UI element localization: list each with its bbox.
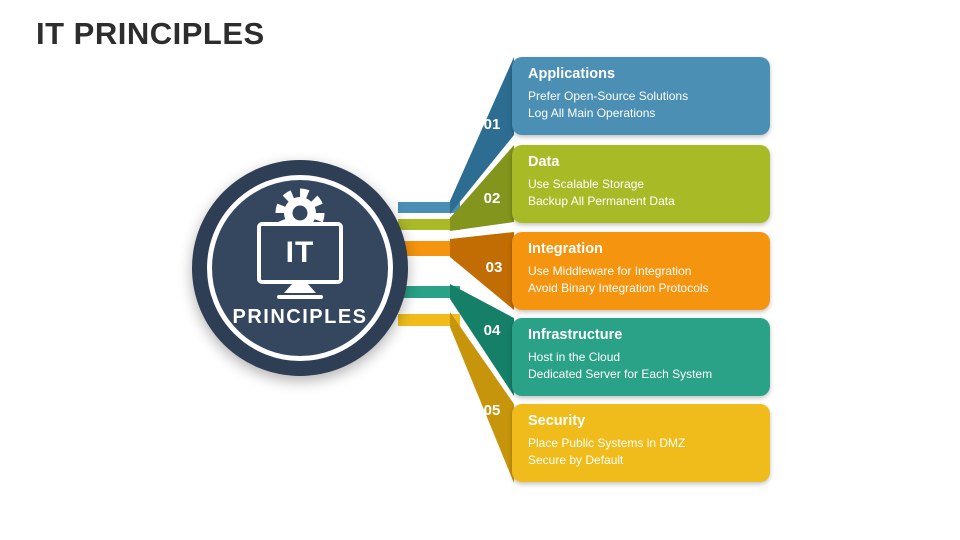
card-integration: Integration Use Middleware for Integrati… xyxy=(512,232,770,310)
card-title: Applications xyxy=(528,66,616,82)
monitor-stand-base xyxy=(277,295,323,299)
page-title: IT PRINCIPLES xyxy=(36,16,265,51)
connector-beam-2 xyxy=(450,145,514,231)
connector-bar-1 xyxy=(398,202,460,213)
step-number-1: 01 xyxy=(483,116,501,133)
card-line: Secure by Default xyxy=(528,453,624,468)
card-line: Avoid Binary Integration Protocols xyxy=(528,281,709,296)
emblem-caption: PRINCIPLES xyxy=(232,306,368,328)
card-line: Use Scalable Storage xyxy=(528,177,645,191)
it-principles-emblem: IT PRINCIPLES xyxy=(192,160,408,376)
gear-icon xyxy=(275,188,325,238)
monitor-icon: IT xyxy=(257,222,343,284)
connector-beam-3 xyxy=(450,232,514,310)
card-line: Prefer Open-Source Solutions xyxy=(528,89,689,103)
step-number-4: 04 xyxy=(483,322,501,339)
emblem-inner-disk: IT PRINCIPLES xyxy=(207,175,393,361)
card-title: Data xyxy=(528,154,560,170)
connector-beam-1 xyxy=(450,57,514,214)
connector-beam-4 xyxy=(450,284,514,396)
step-number-5: 05 xyxy=(483,402,501,419)
card-line: Host in the Cloud xyxy=(528,350,621,364)
card-line: Dedicated Server for Each System xyxy=(528,367,713,382)
card-line: Log All Main Operations xyxy=(528,106,656,121)
card-title: Integration xyxy=(528,241,603,257)
connector-bar-3 xyxy=(398,241,460,256)
card-line: Use Middleware for Integration xyxy=(528,264,692,278)
monitor-stand-neck xyxy=(284,284,316,293)
card-title: Security xyxy=(528,413,586,429)
card-data: Data Use Scalable Storage Backup All Per… xyxy=(512,145,770,223)
card-title: Infrastructure xyxy=(528,327,623,343)
card-line: Backup All Permanent Data xyxy=(528,194,675,209)
step-number-2: 02 xyxy=(483,190,501,207)
connector-bar-5 xyxy=(398,314,460,326)
monitor-text: IT xyxy=(285,236,315,269)
card-security: Security Place Public Systems in DMZ Sec… xyxy=(512,404,770,482)
step-number-3: 03 xyxy=(485,259,503,276)
connector-bar-4 xyxy=(398,286,460,298)
connector-beam-5 xyxy=(450,312,514,483)
card-applications: Applications Prefer Open-Source Solution… xyxy=(512,57,770,135)
card-line: Place Public Systems in DMZ xyxy=(528,436,686,450)
card-infrastructure: Infrastructure Host in the Cloud Dedicat… xyxy=(512,318,770,396)
connector-bar-2 xyxy=(398,219,460,230)
